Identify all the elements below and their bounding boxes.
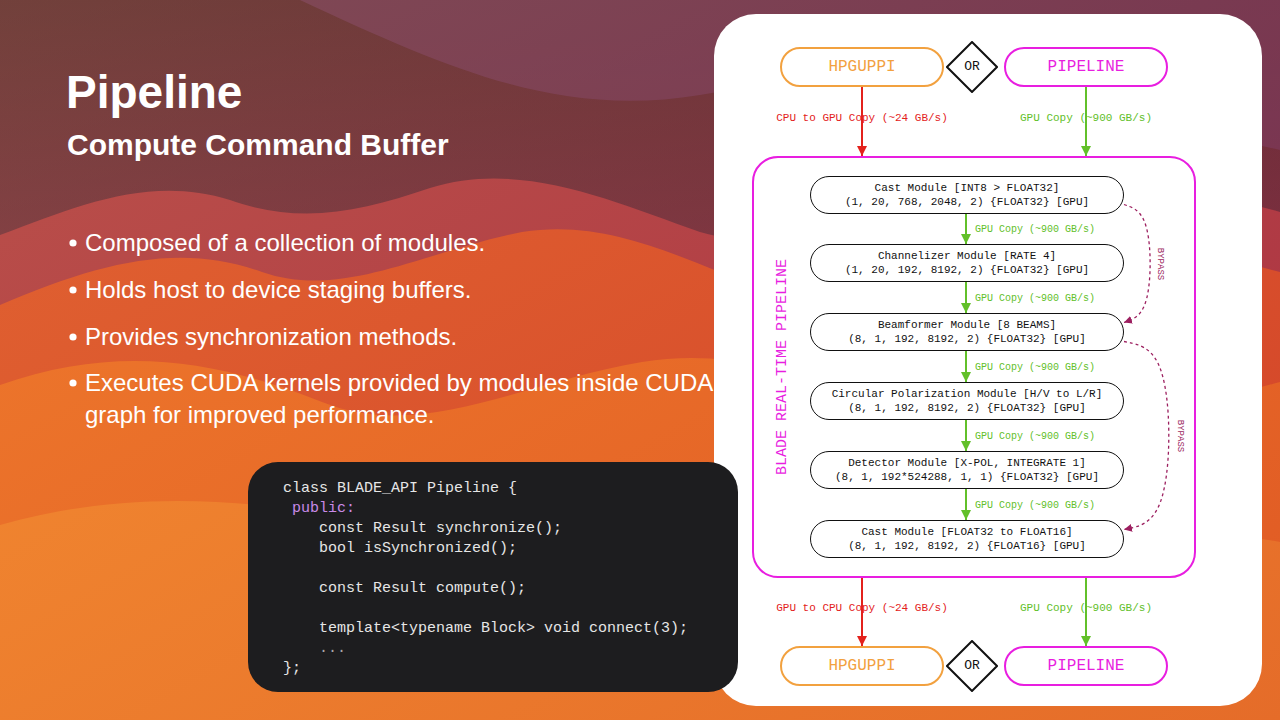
code-line: ... [319,639,346,659]
diamond-shape [947,641,997,691]
source-label: HPGUPPI [828,57,895,77]
bullet-dot [69,379,76,386]
module-box: Detector Module [X-POL, INTEGRATE 1](8, … [810,451,1124,489]
source-box: HPGUPPI [780,47,944,87]
code-line: bool isSynchronized(); [319,539,517,559]
copy-label: GPU Copy (~900 GB/s) [975,223,1095,236]
module-shape: (8, 1, 192, 8192, 2) {FLOAT32} [GPU] [848,401,1086,415]
slide-subtitle: Compute Command Buffer [67,130,687,160]
module-shape: (8, 1, 192, 8192, 2) {FLOAT32} [GPU] [848,332,1086,346]
module-box: Circular Polarization Module [H/V to L/R… [810,382,1124,420]
module-shape: (1, 20, 192, 8192, 2) {FLOAT32} [GPU] [845,263,1089,277]
code-line: const Result synchronize(); [319,519,562,539]
module-shape: (1, 20, 768, 2048, 2) {FLOAT32} [GPU] [845,195,1089,209]
source-box: PIPELINE [1004,47,1168,87]
module-box: Cast Module [FLOAT32 to FLOAT16](8, 1, 1… [810,520,1124,558]
copy-label: GPU Copy (~900 GB/s) [975,429,1095,442]
copy-label: CPU to GPU Copy (~24 GB/s) [776,111,948,125]
copy-arrow [965,489,967,520]
bullet-text: Holds host to device staging buffers. [85,274,725,306]
copy-label: GPU Copy (~900 GB/s) [1020,111,1152,125]
bullet-text: Composed of a collection of modules. [85,227,725,259]
source-label: HPGUPPI [828,656,895,676]
copy-arrow [965,351,967,382]
copy-label: GPU to CPU Copy (~24 GB/s) [776,601,948,615]
bypass-label: BYPASS [1154,247,1166,279]
code-block: class BLADE_API Pipeline {public:const R… [248,462,738,692]
module-name: Circular Polarization Module [H/V to L/R… [832,387,1103,401]
copy-label: GPU Copy (~900 GB/s) [975,360,1095,373]
bypass-label: BYPASS [1174,419,1186,451]
bullet-dot [69,239,76,246]
or-diamond: OR [946,41,998,93]
source-label: PIPELINE [1048,656,1125,676]
pipeline-group: BLADE REAL-TIME PIPELINE Cast Module [INT… [752,156,1196,578]
module-shape: (8, 1, 192, 8192, 2) {FLOAT16} [GPU] [848,539,1086,553]
module-box: Cast Module [INT8 > FLOAT32](1, 20, 768,… [810,176,1124,214]
module-name: Cast Module [FLOAT32 to FLOAT16] [861,525,1072,539]
copy-arrow [965,214,967,244]
code-line: public: [292,499,355,519]
code-line: const Result compute(); [319,579,526,599]
copy-label: GPU Copy (~900 GB/s) [975,498,1095,511]
bullet-dot [69,333,76,340]
slide-title: Pipeline [66,69,242,115]
module-shape: (8, 1, 192*524288, 1, 1) {FLOAT32} [GPU] [835,470,1099,484]
module-name: Beamformer Module [8 BEAMS] [878,318,1056,332]
copy-label: GPU Copy (~900 GB/s) [1020,601,1152,615]
bullet-text: Executes CUDA kernels provided by module… [85,367,725,431]
diagram-panel [714,14,1262,706]
copy-label: GPU Copy (~900 GB/s) [975,291,1095,304]
or-diamond: OR [946,640,998,692]
bullet-text: Provides synchronization methods. [85,321,725,353]
code-line: template<typename Block> void connect(3)… [319,619,688,639]
module-box: Channelizer Module [RATE 4](1, 20, 192, … [810,244,1124,282]
source-box: PIPELINE [1004,646,1168,686]
bypass-arrow [1124,342,1169,530]
code-line: }; [283,659,301,679]
diamond-shape [947,42,997,92]
source-box: HPGUPPI [780,646,944,686]
group-heading: BLADE REAL-TIME PIPELINE [774,259,792,475]
or-label: OR [964,658,980,674]
or-label: OR [964,59,980,75]
module-name: Cast Module [INT8 > FLOAT32] [875,181,1060,195]
bullet-dot [69,286,76,293]
bypass-arrow [1124,205,1150,323]
code-line: class BLADE_API Pipeline { [283,479,517,499]
module-name: Detector Module [X-POL, INTEGRATE 1] [848,456,1086,470]
source-label: PIPELINE [1048,57,1125,77]
module-box: Beamformer Module [8 BEAMS](8, 1, 192, 8… [810,313,1124,351]
module-name: Channelizer Module [RATE 4] [878,249,1056,263]
copy-arrow [965,282,967,313]
copy-arrow [965,420,967,451]
